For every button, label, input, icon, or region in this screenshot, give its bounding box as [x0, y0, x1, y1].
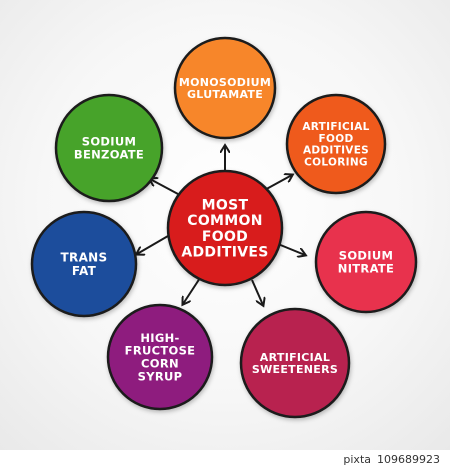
node-high-fructose-corn-syrup-label-line: SYRUP [138, 369, 183, 383]
node-artificial-food-additives-coloring-circle [285, 93, 387, 195]
node-artificial-sweeteners-circle [239, 307, 351, 419]
node-artificial-food-additives-coloring-label-line: FOOD [319, 133, 354, 145]
connector-arrow [277, 243, 305, 255]
node-high-fructose-corn-syrup-circle [106, 303, 214, 411]
node-trans-fat-label-line: TRANS [61, 251, 108, 265]
node-sodium-nitrate-label-line: SODIUM [339, 249, 393, 263]
connector-arrow [183, 277, 201, 304]
center-node-label-line: MOST [202, 198, 249, 214]
mind-map-diagram: MONOSODIUMGLUTAMATEARTIFICIALFOODADDITIV… [30, 36, 418, 419]
node-high-fructose-corn-syrup-label-line: FRUCTOSE [125, 344, 196, 358]
node-monosodium-glutamate-circle [173, 36, 277, 140]
node-artificial-sweeteners-label-line: SWEETENERS [252, 363, 338, 376]
node-high-fructose-corn-syrup-label-line: HIGH- [140, 331, 179, 345]
node-trans-fat-circle [30, 210, 138, 318]
node-artificial-food-additives-coloring-label-line: ARTIFICIAL [302, 121, 369, 133]
connector-arrow [137, 235, 169, 254]
node-monosodium-glutamate-label-line: GLUTAMATE [187, 88, 263, 101]
center-node-circle [166, 169, 284, 287]
node-sodium-benzoate-label-line: BENZOATE [74, 148, 144, 162]
node-sodium-nitrate-label-line: NITRATE [338, 262, 394, 276]
center-node-label-line: COMMON [187, 213, 262, 229]
node-artificial-food-additives-coloring-label-line: ADDITIVES [303, 145, 369, 157]
node-trans-fat-label-line: FAT [72, 264, 97, 278]
center-node-label-line: ADDITIVES [181, 245, 268, 261]
watermark-bar: pixta 109689923 [0, 450, 450, 469]
node-sodium-benzoate-circle [54, 93, 164, 203]
connector-arrow [251, 279, 263, 305]
node-high-fructose-corn-syrup-label-line: CORN [141, 357, 179, 371]
node-monosodium-glutamate-label-line: MONOSODIUM [179, 76, 271, 89]
node-artificial-food-additives-coloring-label-line: COLORING [304, 156, 368, 168]
watermark-brand: pixta [343, 453, 371, 466]
connector-arrow [150, 179, 179, 195]
node-sodium-nitrate-circle [314, 210, 418, 314]
node-sodium-benzoate-label-line: SODIUM [82, 135, 136, 149]
node-artificial-sweeteners-label-line: ARTIFICIAL [260, 351, 330, 364]
center-node-label-line: FOOD [202, 229, 248, 245]
watermark-id: 109689923 [377, 453, 440, 466]
